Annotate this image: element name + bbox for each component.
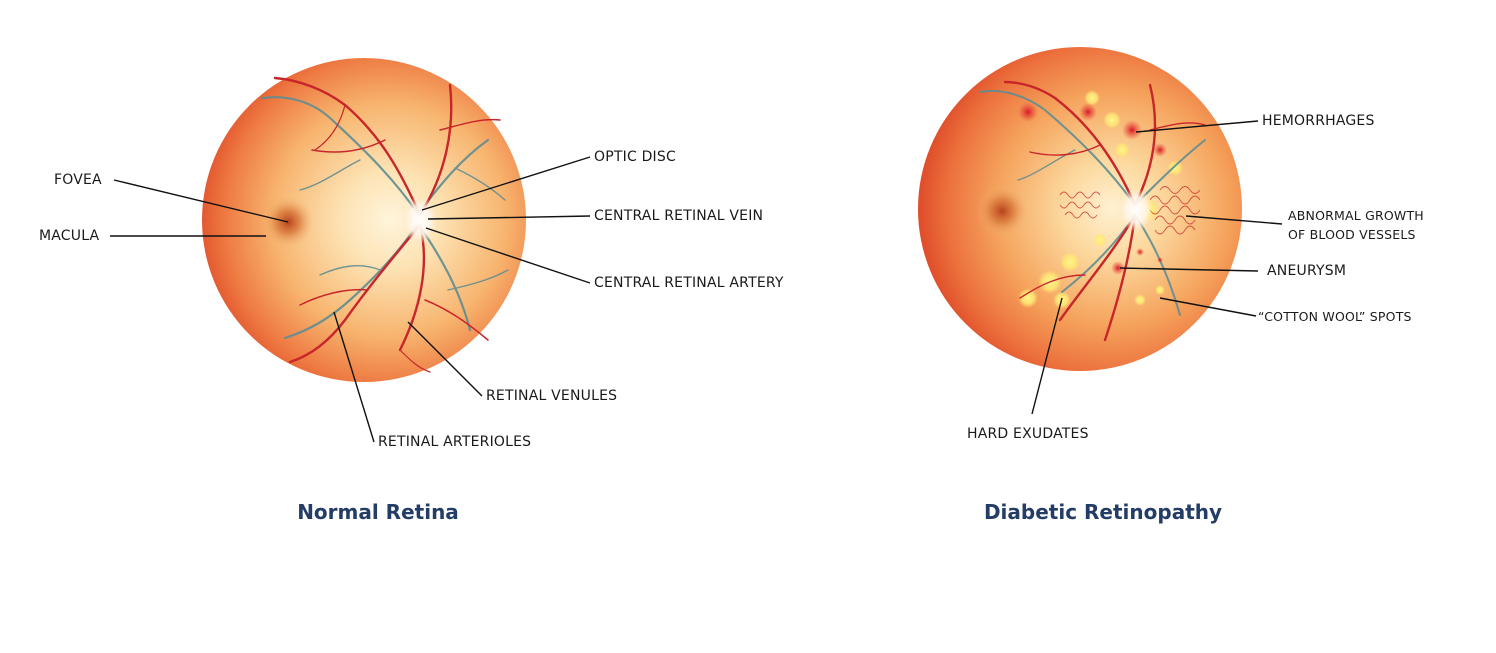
normal-optic-disc-spot bbox=[402, 196, 438, 244]
diabetic-fovea-spot bbox=[976, 185, 1028, 237]
leader-central-retinal-vein bbox=[427, 215, 591, 220]
leader-hemorrhages bbox=[1135, 120, 1259, 133]
label-abnormal-growth-line1: ABNORMAL GROWTH bbox=[1288, 208, 1424, 223]
diabetic-abnormal-vessels bbox=[1059, 186, 1201, 235]
diabetic-hemorrhages bbox=[1018, 102, 1167, 275]
label-fovea: FOVEA bbox=[54, 172, 102, 188]
normal-retina-disc bbox=[202, 58, 526, 382]
label-retinal-venules: RETINAL VENULES bbox=[486, 388, 618, 404]
label-macula: MACULA bbox=[39, 228, 100, 244]
leader-aneurysm bbox=[1119, 267, 1259, 272]
leader-hard-exudates bbox=[1031, 297, 1063, 415]
label-aneurysm: ANEURYSM bbox=[1267, 263, 1347, 279]
label-hemorrhages: HEMORRHAGES bbox=[1262, 113, 1375, 129]
leader-abnormal-growth bbox=[1185, 215, 1283, 225]
leader-lines bbox=[110, 120, 1283, 443]
label-retinal-arterioles: RETINAL ARTERIOLES bbox=[378, 434, 532, 450]
leader-cotton-wool bbox=[1159, 297, 1257, 317]
diabetic-retina-disc bbox=[918, 47, 1242, 371]
diabetic-retina-illustration bbox=[918, 47, 1242, 371]
label-cotton-wool-spots: “COTTON WOOL” SPOTS bbox=[1258, 309, 1412, 324]
caption-diabetic-retinopathy: Diabetic Retinopathy bbox=[983, 500, 1223, 524]
caption-normal-retina: Normal Retina bbox=[297, 500, 459, 524]
leader-retinal-venules bbox=[407, 321, 483, 397]
leader-retinal-arterioles bbox=[333, 311, 375, 443]
label-hard-exudates: HARD EXUDATES bbox=[967, 426, 1089, 442]
label-central-retinal-artery: CENTRAL RETINAL ARTERY bbox=[594, 275, 784, 291]
leader-central-retinal-artery bbox=[425, 227, 591, 284]
normal-retina-illustration bbox=[202, 58, 526, 382]
label-optic-disc: OPTIC DISC bbox=[594, 149, 676, 165]
leader-optic-disc bbox=[421, 156, 591, 211]
diabetic-optic-disc-spot bbox=[1119, 188, 1153, 232]
leader-fovea bbox=[113, 179, 289, 223]
label-central-retinal-vein: CENTRAL RETINAL VEIN bbox=[594, 208, 764, 224]
label-abnormal-growth-line2: OF BLOOD VESSELS bbox=[1288, 227, 1416, 242]
